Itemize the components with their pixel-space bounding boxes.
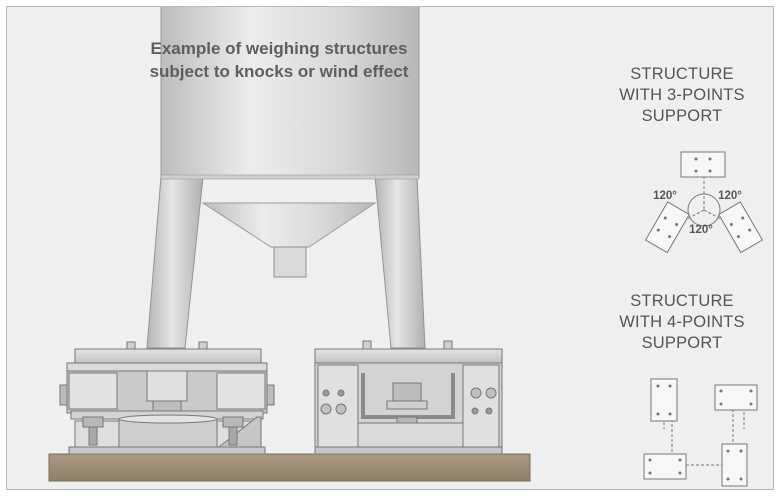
weighing-structure-diagram: 120° 120° 120° bbox=[48, 7, 764, 487]
silo-legs bbox=[146, 174, 426, 349]
angle-label-left: 120° bbox=[653, 190, 677, 202]
support-pad bbox=[650, 378, 678, 422]
silo bbox=[160, 7, 420, 278]
support-pad bbox=[718, 201, 764, 254]
label-line-1: STRUCTURE bbox=[630, 292, 734, 310]
title-line-2: subject to knocks or wind effect bbox=[149, 62, 409, 81]
weigh-module-right bbox=[314, 340, 503, 455]
support-pad bbox=[714, 384, 758, 411]
figure-frame: 120° 120° 120° bbox=[6, 6, 774, 490]
support-pad bbox=[643, 453, 687, 480]
diagram-title: Example of weighing structures subject t… bbox=[99, 37, 459, 83]
support-pad bbox=[644, 201, 690, 254]
three-point-support-schematic: 120° 120° 120° bbox=[644, 151, 764, 254]
label-line-1: STRUCTURE bbox=[630, 65, 734, 83]
label-line-3: SUPPORT bbox=[641, 107, 723, 125]
support-pad bbox=[680, 151, 726, 178]
label-line-2: WITH 4-POINTS bbox=[619, 313, 745, 331]
four-point-support-label: STRUCTURE WITH 4-POINTS SUPPORT bbox=[587, 291, 773, 354]
label-line-2: WITH 3-POINTS bbox=[619, 86, 745, 104]
angle-label-right: 120° bbox=[718, 190, 742, 202]
label-line-3: SUPPORT bbox=[641, 334, 723, 352]
angle-label-bottom: 120° bbox=[689, 224, 713, 236]
four-point-support-schematic bbox=[643, 378, 758, 487]
ground-slab bbox=[48, 453, 531, 482]
weigh-module-left bbox=[59, 341, 275, 455]
title-line-1: Example of weighing structures bbox=[150, 39, 408, 58]
three-point-support-label: STRUCTURE WITH 3-POINTS SUPPORT bbox=[587, 64, 773, 127]
support-pad bbox=[721, 443, 748, 487]
